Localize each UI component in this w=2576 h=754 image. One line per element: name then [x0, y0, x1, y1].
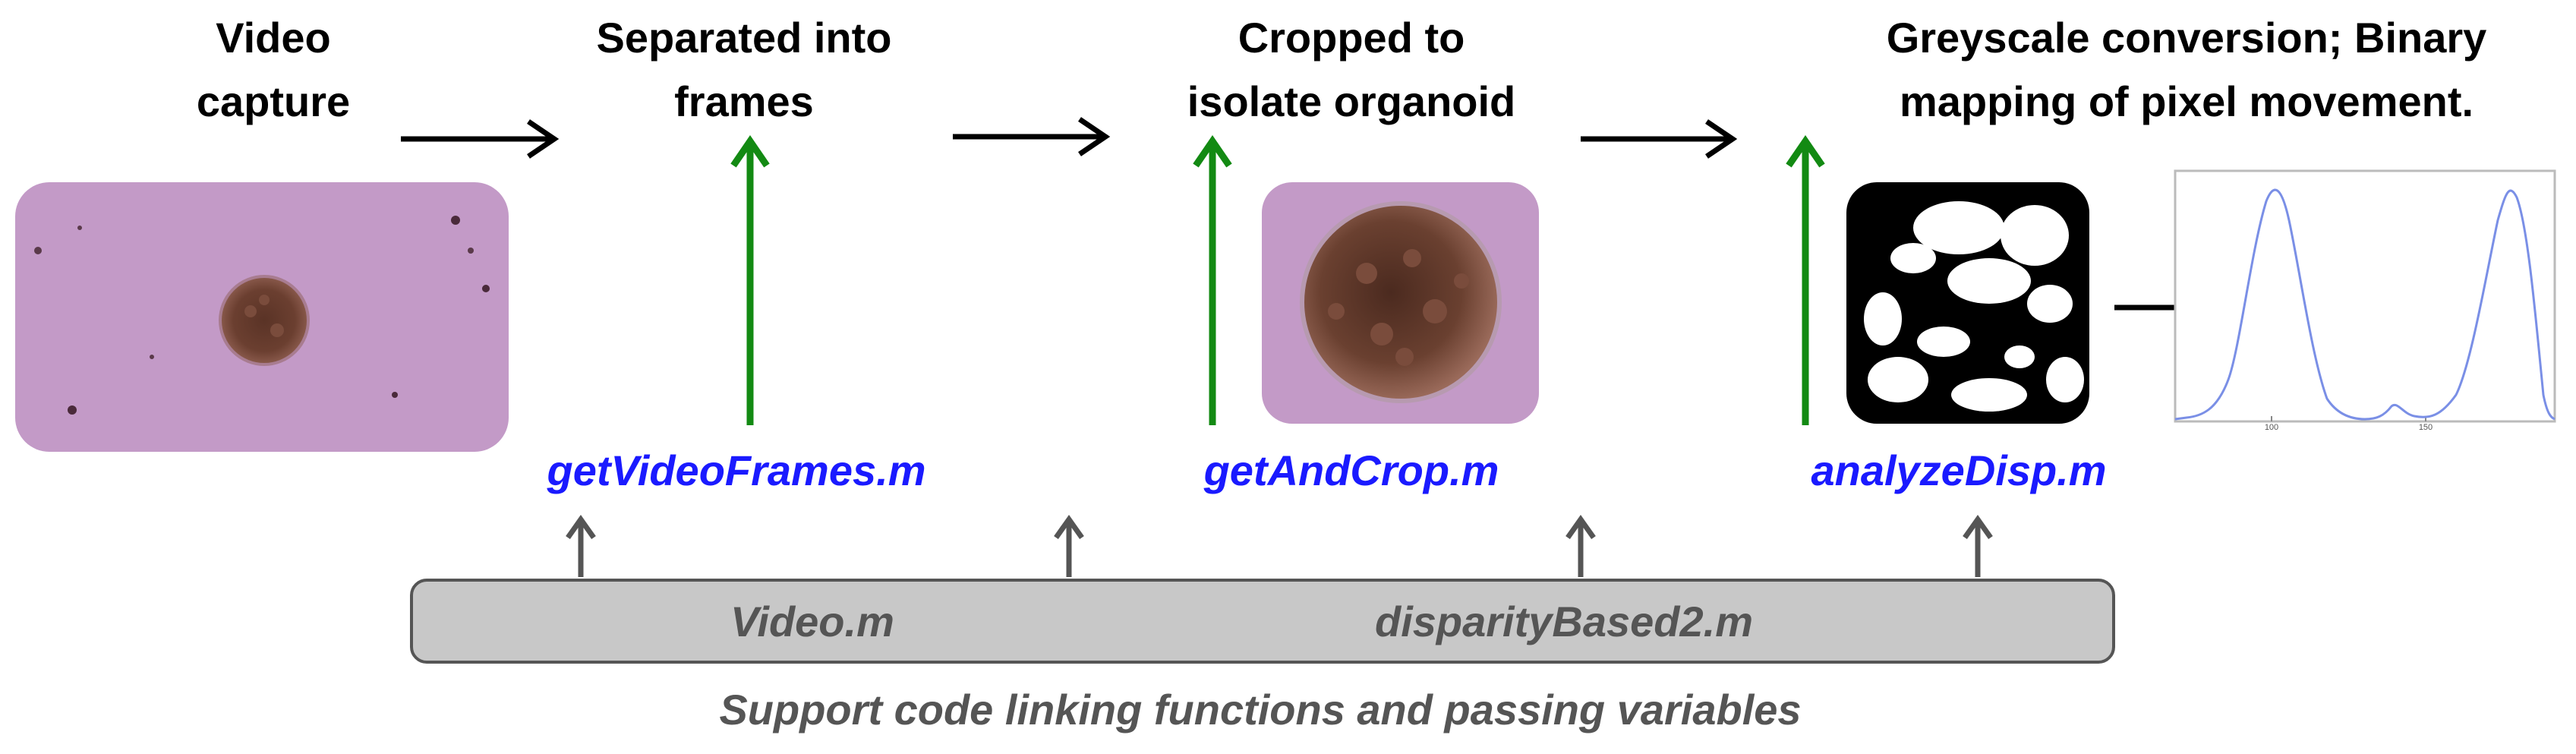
cropped-organoid-image [1262, 182, 1539, 424]
plot-trace [2174, 188, 2556, 421]
grey-arrow-1 [566, 514, 596, 577]
stage-title-separated-frames: Separated into frames [596, 14, 892, 125]
support-file-disparity: disparityBased2.m [1375, 598, 1753, 645]
binary-map-image [1846, 182, 2089, 424]
function-label-analyzedisp: analyzeDisp.m [1811, 446, 2107, 494]
green-arrow-3 [1786, 135, 1825, 425]
green-arrow-1 [730, 135, 770, 425]
grey-arrow-4 [1963, 514, 1993, 577]
stage-title-cropped: Cropped to isolate organoid [1187, 14, 1516, 125]
black-arrow-1 [401, 119, 560, 159]
support-code-box [410, 579, 2115, 664]
green-arrow-2 [1193, 135, 1232, 425]
black-arrow-2 [953, 117, 1111, 156]
video-capture-image [15, 182, 509, 452]
stage-title-greyscale: Greyscale conversion; Binary mapping of … [1886, 14, 2487, 125]
function-label-getandcrop: getAndCrop.m [1203, 446, 1499, 494]
displacement-plot [2174, 169, 2556, 423]
stage-title-video-capture: Video capture [196, 14, 351, 125]
support-caption: Support code linking functions and passi… [719, 686, 1802, 733]
plot-tick-label-100: 100 [2264, 423, 2279, 432]
grey-arrow-2 [1054, 514, 1084, 577]
grey-arrow-3 [1565, 514, 1596, 577]
plot-tick-label-150: 150 [2418, 423, 2433, 432]
black-arrow-3 [1581, 119, 1738, 159]
function-label-getvideoframes: getVideoFrames.m [547, 446, 926, 494]
support-file-video: Video.m [730, 598, 894, 645]
